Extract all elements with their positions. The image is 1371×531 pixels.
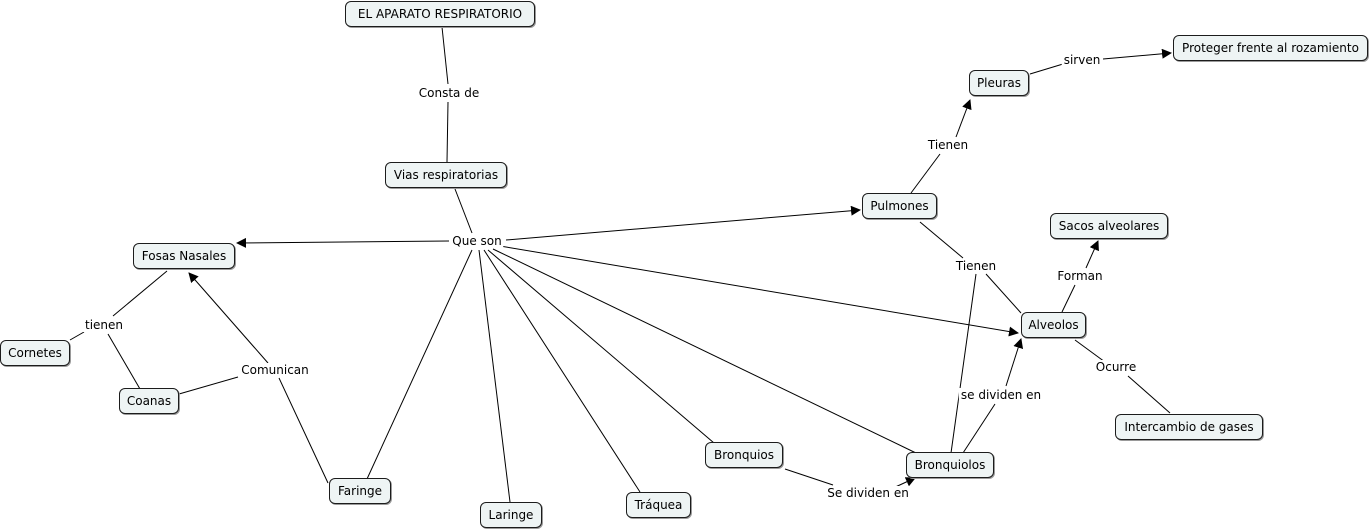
connector-tienen-pleuras (955, 99, 972, 138)
node-bronquiolos[interactable]: Bronquiolos (906, 452, 994, 478)
connector-bronquiolos-tienen (950, 273, 977, 454)
connector-pulmones-tienen-pleuras (910, 153, 941, 194)
node-pleuras[interactable]: Pleuras (969, 70, 1029, 96)
node-laringe[interactable]: Laringe (480, 502, 542, 528)
link-label-se-dividen-bronquiolos: se dividen en (958, 388, 1044, 402)
link-label-consta-de: Consta de (416, 86, 482, 100)
connector-queson-bronquiolos (492, 248, 917, 454)
link-label-ocurre: Ocurre (1093, 360, 1139, 374)
node-cornetes[interactable]: Cornetes (0, 340, 70, 366)
node-pulmones[interactable]: Pulmones (862, 193, 937, 219)
node-alveolos[interactable]: Alveolos (1021, 312, 1086, 338)
node-faringe[interactable]: Faringe (329, 478, 391, 504)
link-label-tienen-alveolos: Tienen (953, 259, 999, 273)
connector-comunican-fosas (188, 272, 269, 364)
node-traquea[interactable]: Tráquea (626, 492, 691, 518)
connector-ocurre-intercambio (1127, 375, 1171, 414)
connector-tienen-cornetes (69, 331, 85, 341)
node-coanas[interactable]: Coanas (119, 388, 179, 414)
link-label-se-dividen-bronquios: Se dividen en (825, 486, 911, 500)
node-sacos-alveolares[interactable]: Sacos alveolares (1050, 213, 1168, 239)
connector-sedividen-alveolos (1005, 338, 1024, 387)
connector-alveolos-forman (1061, 284, 1076, 313)
connector-vias-queson (454, 188, 473, 234)
connector-queson-bronquios (487, 249, 715, 444)
connector-faringe-comunican (278, 377, 329, 484)
node-vias-respiratorias[interactable]: Vias respiratorias (385, 162, 507, 188)
link-label-tienen-pleuras: Tienen (925, 138, 971, 152)
connector-queson-faringe (366, 249, 473, 480)
link-label-sirven: sirven (1061, 53, 1103, 67)
connector-queson-alveolos (499, 245, 1019, 337)
connector-queson-pulmones (505, 205, 861, 241)
connector-queson-fosas (236, 237, 450, 248)
link-label-tienen-fosas: tienen (82, 318, 126, 332)
connector-forman-sacos (1085, 240, 1099, 269)
connector-tienen-coanas (107, 333, 141, 390)
connector-bronquios-sedividen (784, 468, 834, 486)
connector-aparato-consta (441, 26, 449, 85)
node-fosas-nasales[interactable]: Fosas Nasales (133, 243, 235, 269)
connector-fosas-tienen (112, 270, 168, 317)
node-intercambio-gases[interactable]: Intercambio de gases (1115, 414, 1263, 440)
connector-queson-laringe (478, 249, 511, 503)
connector-pulmones-tienen (919, 221, 964, 259)
link-label-comunican: Comunican (239, 363, 311, 377)
link-label-forman: Forman (1055, 269, 1105, 283)
connector-sirven-proteger (1102, 48, 1172, 60)
link-label-que-son: Que son (450, 234, 504, 248)
connector-coanas-comunican (178, 376, 239, 395)
connector-tienen-alveolos (985, 273, 1022, 314)
connector-queson-traquea (483, 249, 641, 493)
connector-consta-vias (446, 101, 449, 163)
node-aparato-respiratorio[interactable]: EL APARATO RESPIRATORIO (345, 1, 535, 27)
connector-pleuras-sirven (1029, 63, 1064, 75)
node-proteger-rozamiento[interactable]: Proteger frente al rozamiento (1173, 35, 1368, 61)
node-bronquios[interactable]: Bronquios (705, 442, 783, 468)
connector-bronquiolos-sedividen (962, 403, 996, 454)
connector-alveolos-ocurre (1074, 339, 1106, 363)
